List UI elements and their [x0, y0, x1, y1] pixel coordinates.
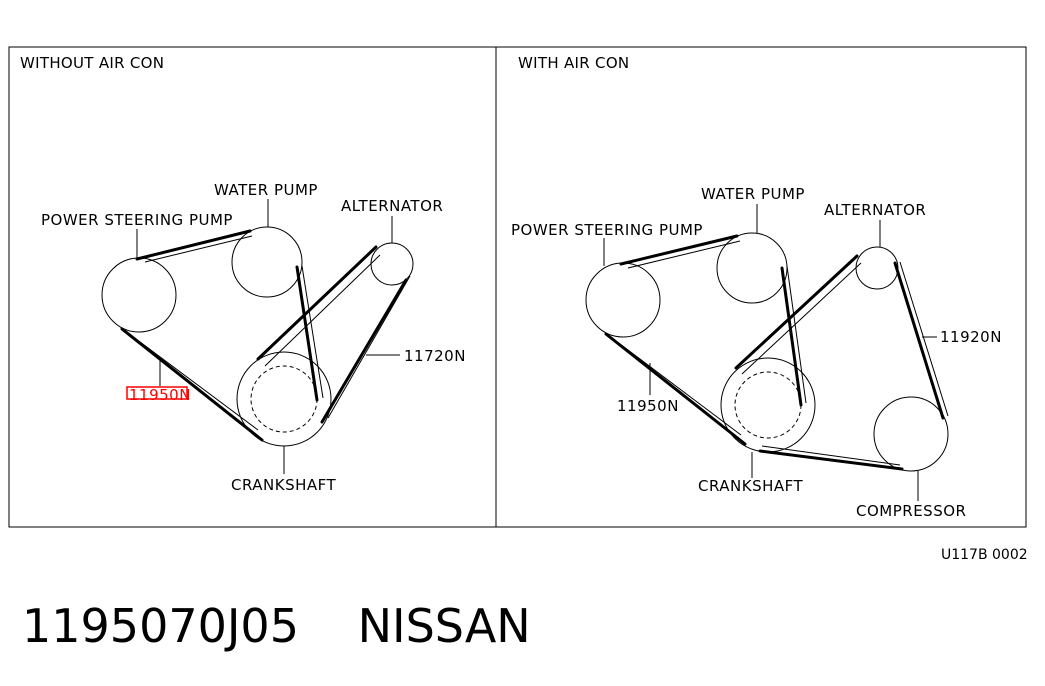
crankshaft-inner-left	[250, 365, 318, 433]
water-pump-pulley-right	[716, 232, 788, 304]
water-pump-pulley-left	[231, 226, 303, 298]
belt-11950n-right	[604, 234, 862, 446]
panel-title-right: WITH AIR CON	[518, 54, 629, 72]
label-alternator-right: ALTERNATOR	[824, 201, 926, 219]
panel-title-left: WITHOUT AIR CON	[20, 54, 164, 72]
label-water-pump-left: WATER PUMP	[214, 181, 318, 199]
belt-11920n-right	[758, 261, 949, 471]
label-water-pump-right: WATER PUMP	[701, 185, 805, 203]
panel-frame-right	[495, 46, 1027, 528]
power-steering-pump-pulley-right	[585, 262, 661, 338]
label-power-steering-pump-left: POWER STEERING PUMP	[41, 211, 233, 229]
part-number: 1195070J05	[22, 599, 299, 653]
highlight-box-11950n	[126, 386, 188, 400]
part-caption: 1195070J05 NISSAN	[22, 598, 531, 654]
power-steering-pump-pulley-left	[101, 257, 177, 333]
diagram-code: U117B 0002	[941, 547, 1028, 563]
compressor-pulley-right	[873, 396, 949, 472]
label-11720n-left: 11720N	[404, 347, 466, 365]
label-power-steering-pump-right: POWER STEERING PUMP	[511, 221, 703, 239]
label-11920n-right: 11920N	[940, 328, 1002, 346]
panel-without-air-con: WITHOUT AIR CON POWER STEER	[20, 54, 466, 494]
label-11950n-left: 11950N	[129, 386, 191, 404]
crankshaft-pulley-right	[720, 357, 816, 453]
belt-11950n-left	[120, 229, 324, 442]
alternator-pulley-left	[370, 242, 414, 286]
brand-name: NISSAN	[357, 599, 531, 653]
panel-with-air-con: WITH AIR CON	[511, 54, 1002, 520]
belt-routing-diagram: WITHOUT AIR CON POWER STEER	[8, 46, 1028, 563]
label-crankshaft-right: CRANKSHAFT	[698, 477, 804, 495]
label-crankshaft-left: CRANKSHAFT	[231, 476, 337, 494]
label-compressor-right: COMPRESSOR	[856, 502, 966, 520]
belt-11720n-left	[256, 245, 411, 424]
panel-frame-left	[8, 46, 497, 528]
alternator-pulley-right	[855, 246, 899, 290]
label-11950n-right: 11950N	[617, 397, 679, 415]
crankshaft-inner-right	[734, 371, 802, 439]
label-alternator-left: ALTERNATOR	[341, 197, 443, 215]
